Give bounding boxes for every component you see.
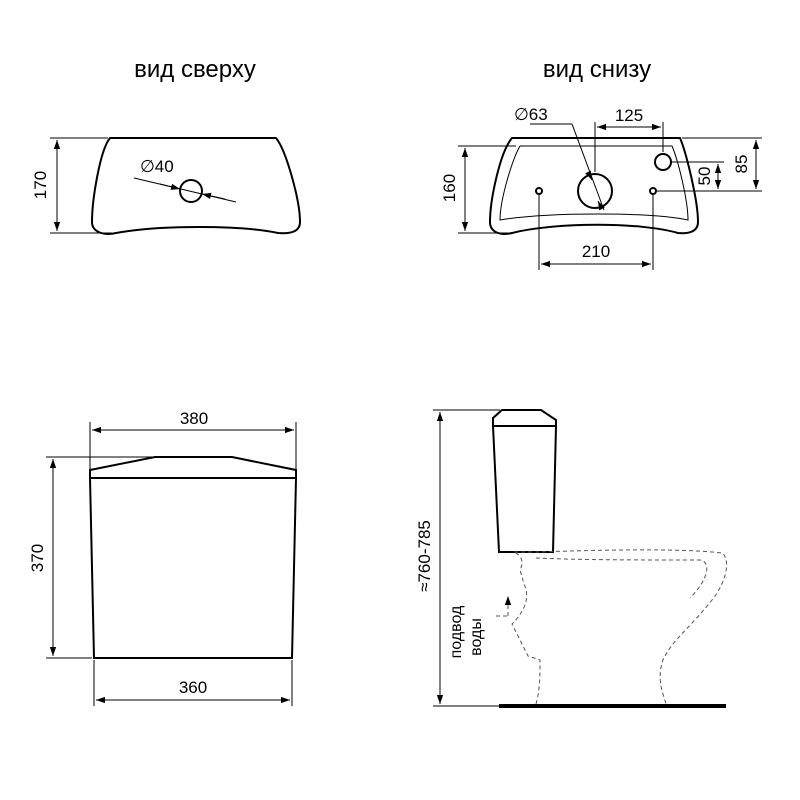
- bottom-view-small2-dim: 85: [732, 155, 751, 174]
- top-view-title: вид сверху: [134, 56, 256, 83]
- side-view-tank: [491, 425, 558, 553]
- bottom-view-spacing-dim: 210: [582, 242, 610, 261]
- top-view-depth-dim: 170: [31, 171, 50, 199]
- side-view-bowl-inner: [535, 557, 708, 599]
- side-view-lid: [492, 409, 557, 427]
- bottom-view-title: вид снизу: [543, 56, 651, 83]
- side-view-height-dim: ≈760-785: [415, 520, 434, 592]
- bottom-view-inlet-hole: [654, 153, 672, 171]
- top-view-hole-dim: ∅40: [140, 157, 174, 176]
- side-view-bowl-outline: [511, 549, 728, 705]
- bottom-view-offset-dim: 125: [615, 106, 643, 125]
- front-view-top-width-dim: 380: [180, 409, 208, 428]
- front-view: 380 370 360: [28, 409, 298, 706]
- side-view: подвод воды ≈760-785: [415, 409, 728, 708]
- front-view-lid: [89, 456, 297, 479]
- bottom-view-hole-dim: ∅63: [514, 105, 548, 124]
- bottom-view-height-dim: 160: [440, 174, 459, 202]
- bottom-view-bolt-left: [535, 187, 543, 195]
- front-view-height-dim: 370: [28, 544, 47, 572]
- bottom-view-bolt-right: [649, 187, 657, 195]
- bottom-view-small1-dim: 50: [695, 167, 714, 186]
- side-view-inlet-label-1: подвод: [448, 605, 465, 658]
- side-view-inlet-label-2: воды: [468, 618, 485, 656]
- bottom-view: ∅63 125 160 50 85 210: [440, 105, 762, 270]
- top-view: ∅40 170: [31, 137, 302, 235]
- front-view-tank: [88, 477, 298, 659]
- bottom-view-main-hole: [577, 173, 613, 209]
- bottom-view-inner-rim: [499, 145, 689, 221]
- front-view-bottom-width-dim: 360: [179, 678, 207, 697]
